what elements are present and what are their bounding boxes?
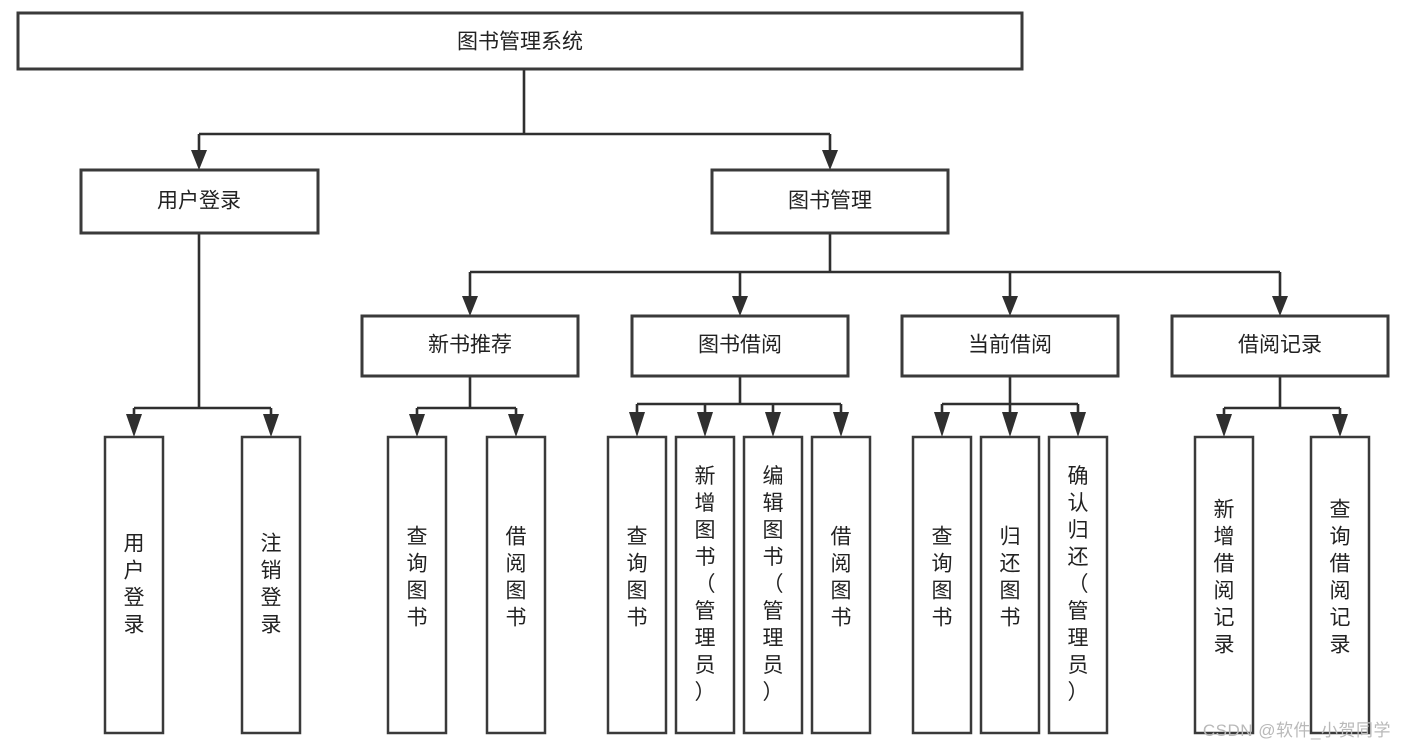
leaf-borrow-query-box[interactable] <box>606 435 668 735</box>
node-current-borrow-box[interactable] <box>900 314 1120 378</box>
leaf-current-confirm-return-box[interactable] <box>1047 435 1109 735</box>
node-borrow-record[interactable]: 借阅记录 <box>1170 314 1390 378</box>
leaf-current-query-box[interactable] <box>911 435 973 735</box>
leaf-borrow-edit-box[interactable] <box>742 435 804 735</box>
leaf-current-return[interactable]: 归还图书 <box>979 435 1041 735</box>
leaf-record-add-box[interactable] <box>1193 435 1255 735</box>
leaf-current-return-label: 归还图书 <box>1000 526 1021 630</box>
leaf-borrow-borrow-label: 借阅图书 <box>831 526 852 630</box>
leaf-record-add[interactable]: 新增借阅记录 <box>1193 435 1255 735</box>
csdn-watermark: CSDN @软件_小贺同学 <box>1202 721 1391 740</box>
leaf-new-book-borrow-label: 借阅图书 <box>506 526 527 630</box>
arrow-record-l2 <box>1332 414 1348 437</box>
leaf-current-query[interactable]: 查询图书 <box>911 435 973 735</box>
arrow-borrow-l3 <box>765 412 781 437</box>
leaf-user-login-login-box[interactable] <box>103 435 165 735</box>
leaf-borrow-add-box[interactable] <box>674 435 736 735</box>
arrow-current-l2 <box>1002 412 1018 437</box>
node-new-book-recommend-box[interactable] <box>360 314 580 378</box>
arrow-to-current <box>1002 296 1018 316</box>
leaf-user-login-login[interactable]: 用户登录 <box>103 435 165 735</box>
arrow-to-newbook <box>462 296 478 316</box>
arrow-to-record <box>1272 296 1288 316</box>
node-book-borrow[interactable]: 图书借阅 <box>630 314 850 378</box>
arrow-current-l3 <box>1070 412 1086 437</box>
leaf-borrow-borrow-box[interactable] <box>810 435 872 735</box>
leaf-current-confirm-return[interactable]: 确认归还（管理员） <box>1047 435 1109 735</box>
leaf-new-book-query-label: 查询图书 <box>407 526 428 630</box>
leaf-new-book-borrow[interactable]: 借阅图书 <box>485 435 547 735</box>
leaf-current-return-box[interactable] <box>979 435 1041 735</box>
node-current-borrow[interactable]: 当前借阅 <box>900 314 1120 378</box>
leaf-borrow-query[interactable]: 查询图书 <box>606 435 668 735</box>
arrow-borrow-l2 <box>697 412 713 437</box>
node-book-management[interactable]: 图书管理 <box>710 168 950 235</box>
node-borrow-record-label: 借阅记录 <box>1238 334 1322 357</box>
node-root-box[interactable] <box>16 11 1024 71</box>
leaf-record-query-box[interactable] <box>1309 435 1371 735</box>
node-root-label: 图书管理系统 <box>457 31 583 54</box>
leaf-borrow-borrow[interactable]: 借阅图书 <box>810 435 872 735</box>
leaf-user-login-login-label: 用户登录 <box>124 533 145 637</box>
leaf-user-login-logout-label: 注销登录 <box>261 533 282 637</box>
leaf-new-book-query[interactable]: 查询图书 <box>386 435 448 735</box>
leaf-user-login-logout-box[interactable] <box>240 435 302 735</box>
node-book-borrow-box[interactable] <box>630 314 850 378</box>
arrow-root-to-userlogin <box>191 150 207 170</box>
leaf-borrow-query-label: 查询图书 <box>627 526 648 630</box>
node-current-borrow-label: 当前借阅 <box>968 334 1052 357</box>
arrow-borrow-l1 <box>629 412 645 437</box>
arrow-root-to-bookmgmt <box>822 150 838 170</box>
node-user-login-label: 用户登录 <box>157 190 241 213</box>
leaf-new-book-query-box[interactable] <box>386 435 448 735</box>
node-borrow-record-box[interactable] <box>1170 314 1390 378</box>
node-user-login[interactable]: 用户登录 <box>79 168 320 235</box>
node-book-management-box[interactable] <box>710 168 950 235</box>
node-user-login-box[interactable] <box>79 168 320 235</box>
node-new-book-recommend-label: 新书推荐 <box>428 334 512 357</box>
arrow-to-borrow <box>732 296 748 316</box>
arrow-newbook-l1 <box>409 414 425 437</box>
leaf-borrow-add-label: 新增图书（管理员） <box>695 465 716 704</box>
node-root[interactable]: 图书管理系统 <box>16 11 1024 71</box>
arrow-userlogin-l1 <box>126 414 142 437</box>
leaf-new-book-borrow-box[interactable] <box>485 435 547 735</box>
leaf-record-query-label: 查询借阅记录 <box>1330 499 1351 657</box>
leaf-borrow-edit[interactable]: 编辑图书（管理员） <box>742 435 804 735</box>
leaf-record-query[interactable]: 查询借阅记录 <box>1309 435 1371 735</box>
arrow-record-l1 <box>1216 414 1232 437</box>
leaf-record-add-label: 新增借阅记录 <box>1214 499 1235 657</box>
arrow-current-l1 <box>934 412 950 437</box>
node-book-borrow-label: 图书借阅 <box>698 334 782 357</box>
node-book-management-label: 图书管理 <box>788 190 872 213</box>
leaf-current-query-label: 查询图书 <box>932 526 953 630</box>
arrow-userlogin-l2 <box>263 414 279 437</box>
arrow-borrow-l4 <box>833 412 849 437</box>
arrow-newbook-l2 <box>508 414 524 437</box>
leaf-current-confirm-return-label: 确认归还（管理员） <box>1068 465 1089 704</box>
leaf-borrow-add[interactable]: 新增图书（管理员） <box>674 435 736 735</box>
leaf-user-login-logout[interactable]: 注销登录 <box>240 435 302 735</box>
leaf-borrow-edit-label: 编辑图书（管理员） <box>763 465 784 704</box>
edge-layer <box>126 69 1348 437</box>
node-new-book-recommend[interactable]: 新书推荐 <box>360 314 580 378</box>
